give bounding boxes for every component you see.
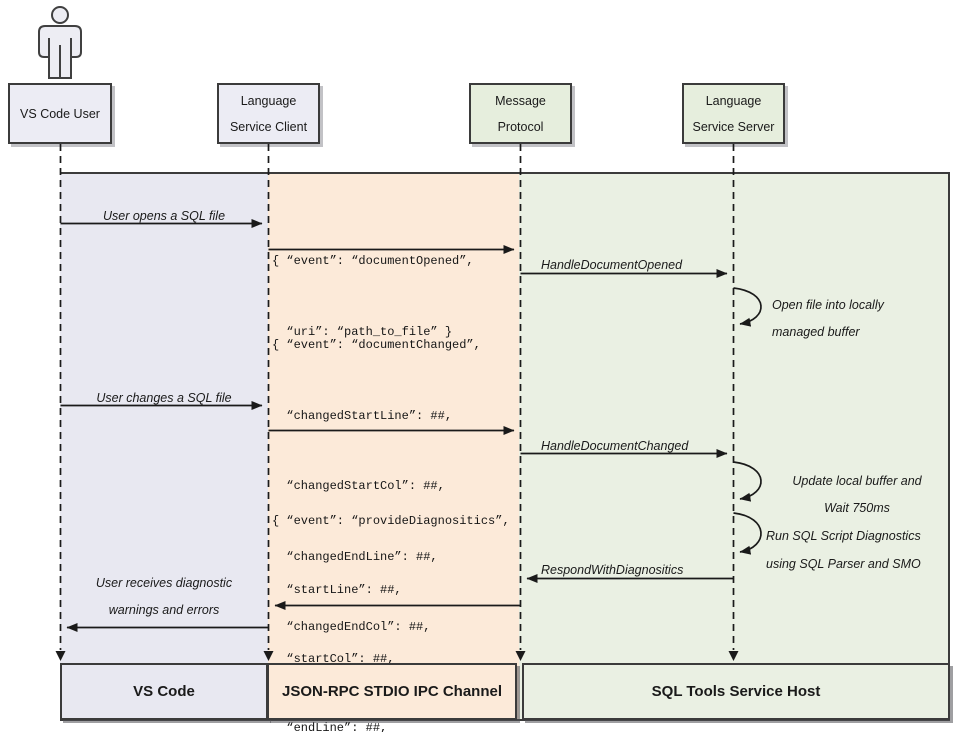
- label-user-opens-sql-file: User opens a SQL file: [102, 209, 226, 223]
- label-user-changes-sql-file: User changes a SQL file: [96, 391, 232, 405]
- actor-box-language-service-client: Language Service Client: [217, 83, 320, 144]
- note-run-diagnostics: Run SQL Script Diagnostics using SQL Par…: [766, 529, 921, 571]
- actor-box-vscode-user: VS Code User: [8, 83, 112, 144]
- actor-label: Service Server: [692, 119, 775, 134]
- actor-label: VS Code User: [20, 106, 100, 121]
- payload-document-opened: { “event”: “documentOpened”, “uri”: “pat…: [272, 254, 474, 339]
- footer-box-sql-tools-host: SQL Tools Service Host: [522, 663, 950, 720]
- label-respond-with-diagnostics: RespondWithDiagnositics: [541, 563, 684, 577]
- payload-provide-diagnostics: { “event”: “provideDiagnositics”, “start…: [272, 514, 510, 732]
- lane-ipc-channel: [267, 174, 519, 719]
- label-handle-document-changed: HandleDocumentChanged: [541, 439, 689, 453]
- footer-box-ipc-channel: JSON-RPC STDIO IPC Channel: [267, 663, 517, 720]
- actor-label: Service Client: [229, 119, 308, 134]
- actor-box-message-protocol: Message Protocol: [469, 83, 572, 144]
- actor-label: Protocol: [497, 119, 544, 134]
- note-update-buffer: Update local buffer and Wait 750ms: [792, 474, 922, 515]
- label-handle-document-opened: HandleDocumentOpened: [541, 258, 683, 272]
- actor-label: Language: [705, 93, 762, 108]
- label-user-receives-diagnostics: User receives diagnostic warnings and er…: [95, 576, 233, 617]
- person-icon: [38, 6, 82, 79]
- note-open-buffer: Open file into locally managed buffer: [772, 298, 884, 339]
- actor-box-language-service-server: Language Service Server: [682, 83, 785, 144]
- actor-label: Message: [495, 93, 546, 108]
- footer-box-vscode: VS Code: [60, 663, 268, 720]
- lane-vscode: [60, 174, 268, 719]
- actor-label: Language: [240, 93, 297, 108]
